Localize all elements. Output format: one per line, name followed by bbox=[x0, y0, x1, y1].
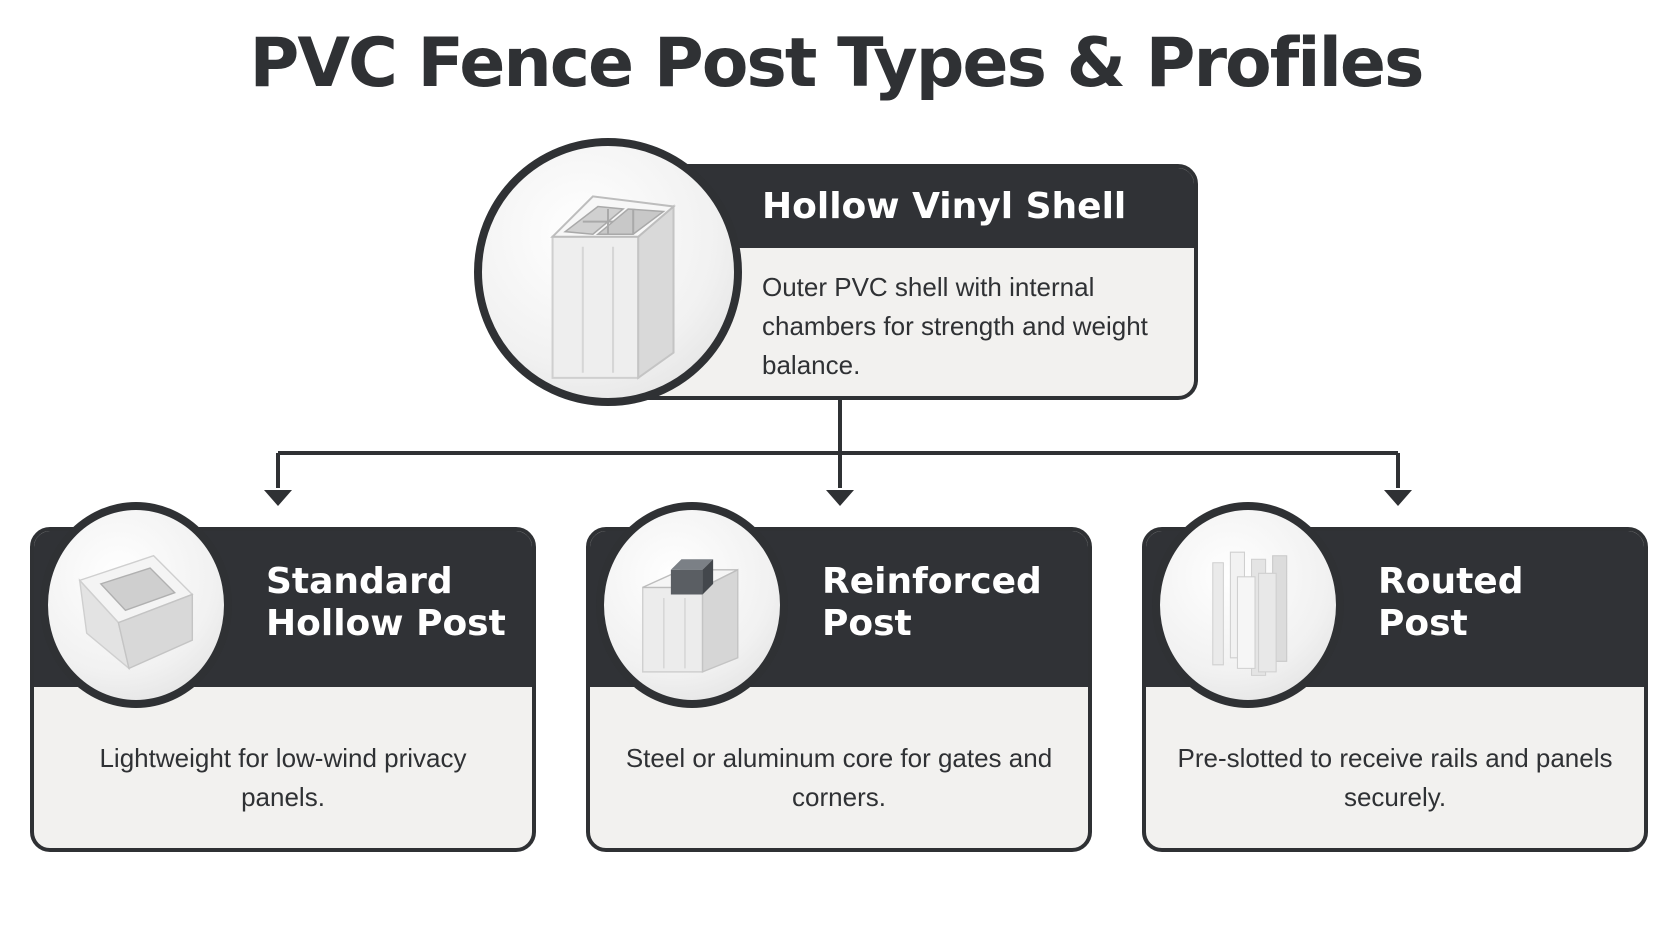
card-description: Steel or aluminum core for gates and cor… bbox=[625, 743, 1053, 812]
arrowhead-mid-icon bbox=[826, 490, 854, 506]
hollow-square-post-icon bbox=[40, 502, 232, 708]
card-title: Routed Post bbox=[1378, 561, 1524, 645]
page-title: PVC Fence Post Types & Profiles bbox=[249, 24, 1424, 103]
arrowhead-left-icon bbox=[264, 490, 292, 506]
routed-slotted-post-icon bbox=[1152, 502, 1344, 708]
arrowhead-right-icon bbox=[1384, 490, 1412, 506]
card-description: Outer PVC shell with internal chambers f… bbox=[762, 272, 1148, 380]
reinforced-core-post-icon bbox=[596, 502, 788, 708]
card-standard-hollow-post: Standard Hollow Post Lightweight for low… bbox=[30, 527, 536, 852]
card-description: Pre-slotted to receive rails and panels … bbox=[1177, 743, 1613, 812]
card-title: Hollow Vinyl Shell bbox=[762, 186, 1127, 227]
multi-chamber-post-icon bbox=[474, 138, 742, 406]
card-title: Reinforced Post bbox=[822, 561, 1042, 645]
card-description: Lightweight for low-wind privacy panels. bbox=[99, 743, 467, 812]
card-title: Standard Hollow Post bbox=[266, 561, 506, 645]
